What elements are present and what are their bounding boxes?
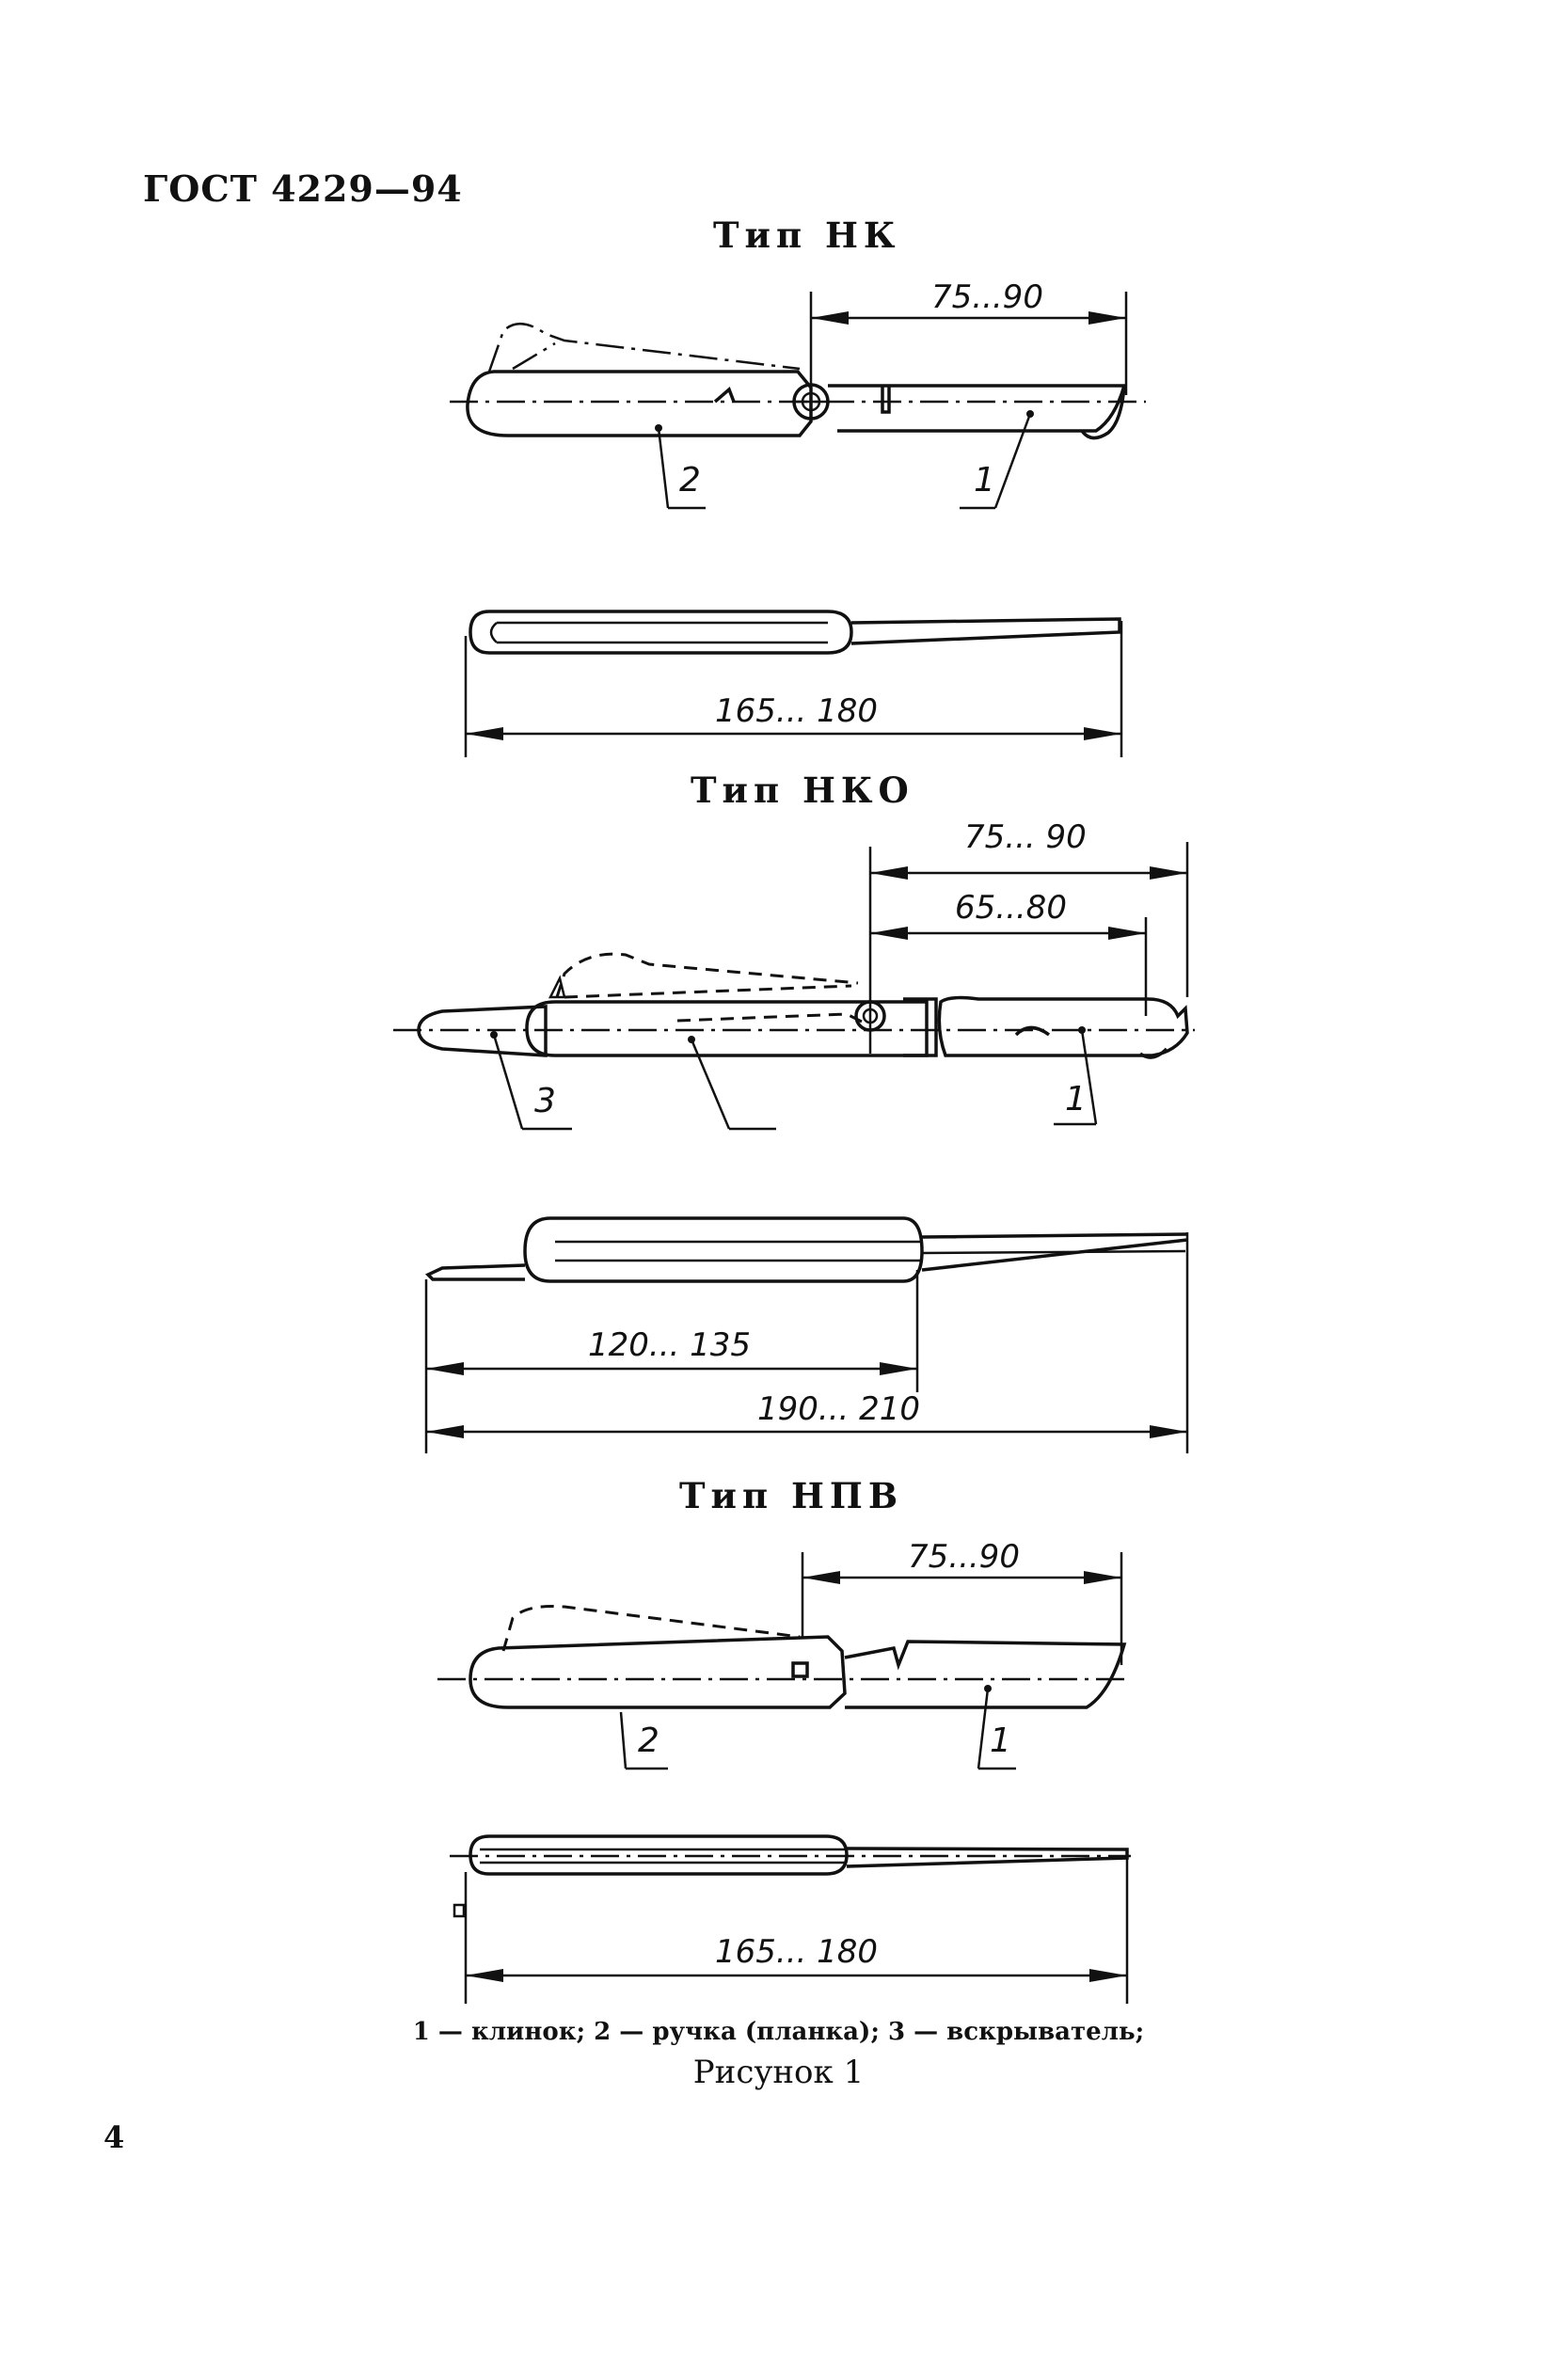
figure-legend: 1 — клинок; 2 — ручка (планка); 3 — вскр… [412,2018,1145,2046]
nko-dim-overall-length: 190... 210 [757,1390,921,1428]
section-title-nko: Тип НКО [691,770,914,811]
nko-dim-handle-length: 120... 135 [588,1326,752,1364]
npv-dim-overall-length: 165... 180 [715,1933,879,1971]
nk-side-view [450,292,1146,510]
nko-callout-opener: 3 [534,1082,556,1120]
npv-callout-blade: 1 [990,1722,1011,1760]
figure-caption: Рисунок 1 [692,2054,865,2091]
npv-top-view [450,1834,1131,2004]
section-title-nk: Тип НК [713,214,901,256]
npv-callout-handle: 2 [638,1722,659,1760]
nk-callout-handle: 2 [679,461,701,500]
nk-dim-overall-length: 165... 180 [715,692,879,730]
nk-top-view [464,610,1123,757]
section-title-npv: Тип НПВ [679,1475,904,1516]
npv-dim-blade-length: 75...90 [908,1538,1020,1576]
npv-side-view [437,1552,1129,1770]
nk-dim-blade-length: 75...90 [931,278,1043,316]
nk-callout-blade: 1 [974,461,995,500]
nko-top-view [424,1216,1189,1453]
page-number: 4 [103,2119,125,2155]
nko-dim-blade-inner: 65...80 [955,889,1067,927]
nko-dim-blade-length: 75... 90 [964,818,1087,856]
nko-side-view [393,842,1195,1131]
document-header: ГОСТ 4229—94 [143,167,463,210]
nko-callout-blade: 1 [1065,1080,1087,1119]
